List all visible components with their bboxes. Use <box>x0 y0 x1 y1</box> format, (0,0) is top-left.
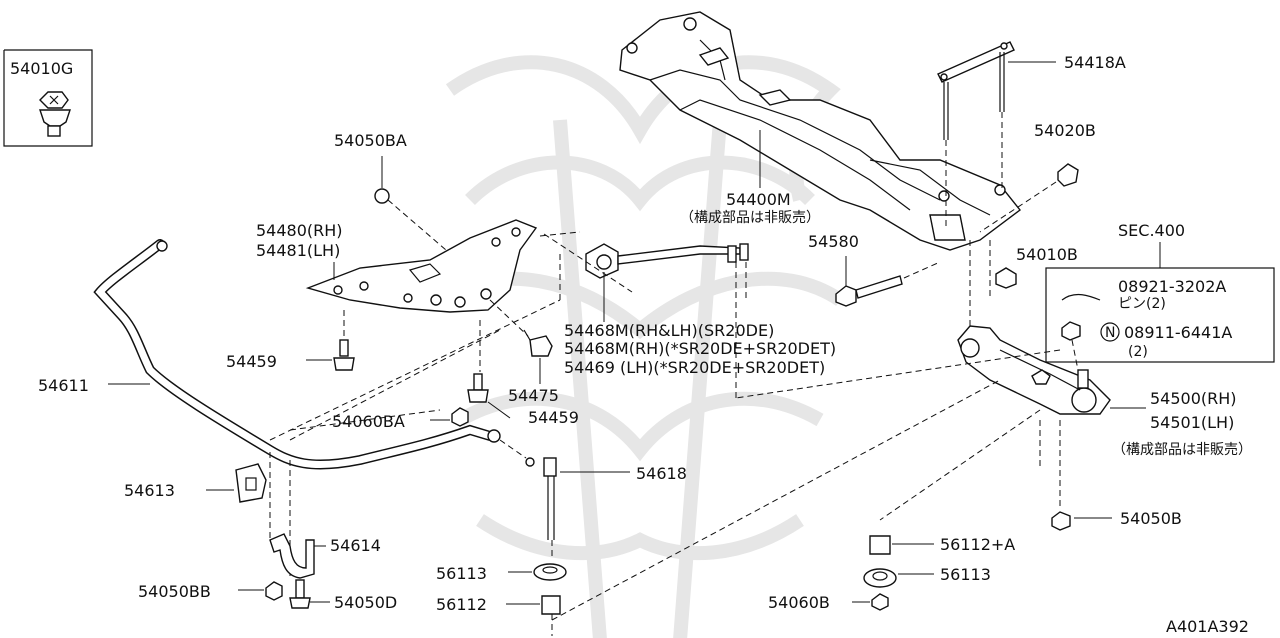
callout-54468M-a: 54468M(RH&LH)(SR20DE) <box>564 321 774 340</box>
callout-54459-top: 54459 <box>226 352 277 371</box>
callout-54050BA: 54050BA <box>334 131 407 150</box>
callout-sec400: SEC.400 <box>1118 221 1185 240</box>
callout-08921-sub: ピン(2) <box>1118 296 1166 312</box>
callout-54614: 54614 <box>330 536 381 555</box>
callout-54481: 54481(LH) <box>256 241 340 260</box>
n-symbol-circle <box>1100 322 1120 342</box>
callout-08911: 08911-6441A <box>1124 323 1232 342</box>
callout-54050B: 54050B <box>1120 509 1182 528</box>
callout-54611: 54611 <box>38 376 89 395</box>
callout-54613: 54613 <box>124 481 175 500</box>
callout-54469: 54469 (LH)(*SR20DE+SR20DET) <box>564 358 825 377</box>
callout-56112A: 56112+A <box>940 535 1015 554</box>
callout-56113-left: 56113 <box>436 564 487 583</box>
callout-54500-note: （構成部品は非販売） <box>1112 442 1252 458</box>
bushing-54613 <box>235 463 267 503</box>
bracket-54480 <box>305 219 538 313</box>
nut-54050BB <box>265 581 283 601</box>
callout-56112: 56112 <box>436 595 487 614</box>
bushing-56112 <box>541 595 561 615</box>
callout-54050D: 54050D <box>334 593 397 612</box>
washer-54050BA <box>374 188 390 204</box>
nut-54050B <box>1051 511 1071 531</box>
link-54618 <box>487 429 557 540</box>
bracket-54418A <box>937 41 1015 140</box>
bolt-54459-top <box>333 339 355 371</box>
nut-54020B <box>1057 163 1079 187</box>
callout-54580: 54580 <box>808 232 859 251</box>
callout-56113-right: 56113 <box>940 565 991 584</box>
nut-54060BA <box>451 407 469 427</box>
bushing-56112A <box>869 535 891 555</box>
bushing-54475 <box>523 329 553 357</box>
tension-rod-54468M <box>585 243 749 279</box>
nut-54060B <box>871 593 889 611</box>
lower-arm-54500 <box>957 325 1111 415</box>
callout-54500: 54500(RH) <box>1150 389 1237 408</box>
nut-54010B <box>995 267 1017 289</box>
callout-54475: 54475 <box>508 386 559 405</box>
callout-08911-sub: (2) <box>1128 344 1148 360</box>
callout-54468M-b: 54468M(RH)(*SR20DE+SR20DET) <box>564 339 836 358</box>
callout-54050BB: 54050BB <box>138 582 211 601</box>
callout-54400M-note: （構成部品は非販売） <box>680 210 820 226</box>
crossmember-54400M <box>619 11 1021 251</box>
washer-56113-right <box>863 568 897 588</box>
callout-54010B: 54010B <box>1016 245 1078 264</box>
diagram-id: A401A392 <box>1166 617 1249 636</box>
callout-54459-lower: 54459 <box>528 408 579 427</box>
n-symbol: N <box>1105 325 1115 341</box>
callout-54010G: 54010G <box>10 59 73 78</box>
part-54010G-box <box>3 49 93 147</box>
callout-54618: 54618 <box>636 464 687 483</box>
washer-56113-left <box>533 563 567 581</box>
callout-54400M: 54400M <box>726 190 791 209</box>
callout-54020B: 54020B <box>1034 121 1096 140</box>
sec400-box <box>1045 267 1275 363</box>
callout-54060B: 54060B <box>768 593 830 612</box>
callout-54480: 54480(RH) <box>256 221 343 240</box>
callout-08921: 08921-3202A <box>1118 277 1226 296</box>
bolt-54050D <box>289 579 311 609</box>
bolt-54580 <box>835 275 903 307</box>
bolt-54459-lower <box>467 373 489 403</box>
callout-54418A: 54418A <box>1064 53 1126 72</box>
clamp-54614 <box>269 533 315 579</box>
callout-54501: 54501(LH) <box>1150 413 1234 432</box>
callout-54060BA: 54060BA <box>332 412 405 431</box>
